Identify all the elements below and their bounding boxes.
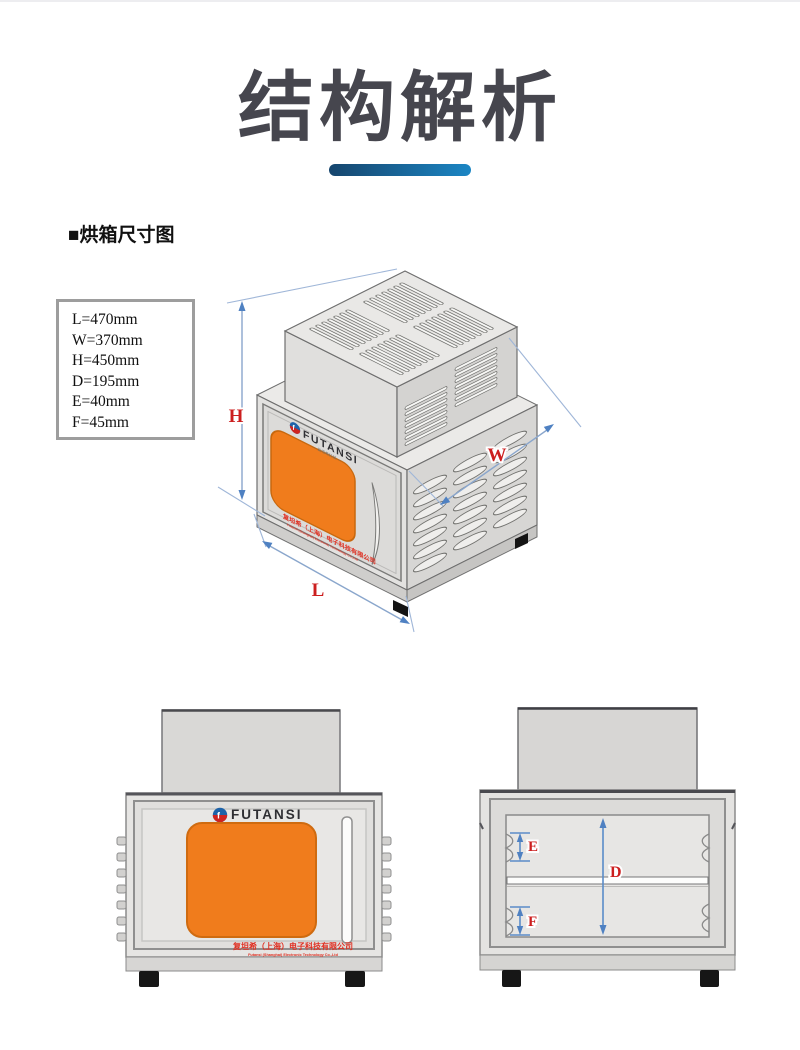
front-heater-box xyxy=(161,709,341,794)
dim-F: F=45mm xyxy=(72,413,129,431)
arrowhead xyxy=(516,833,524,842)
label-D: D xyxy=(610,864,622,881)
dimensions-table: L=470mm W=370mm H=450mm D=195mm E=40mm F… xyxy=(56,299,195,440)
arrowhead xyxy=(516,852,524,861)
arrowhead xyxy=(238,490,246,500)
door-handle xyxy=(371,482,380,565)
front-door-window xyxy=(186,822,317,938)
dimension-W xyxy=(408,337,582,507)
page-title: 结构解析 xyxy=(238,66,562,151)
rear-foot-left xyxy=(502,970,521,987)
front-foot-right xyxy=(345,971,365,987)
edge-mark xyxy=(479,822,484,830)
label-F: F xyxy=(528,914,537,930)
brand-name: FUTANSI xyxy=(231,807,303,822)
door-window xyxy=(270,430,356,542)
panel-break-marks xyxy=(504,833,711,937)
logo-letter: f xyxy=(292,423,295,433)
rear-base xyxy=(479,954,736,971)
oven-foot xyxy=(393,600,408,617)
arrowhead xyxy=(516,907,524,916)
arrowhead xyxy=(599,925,607,935)
door-frame-inner xyxy=(267,410,397,575)
arrowhead xyxy=(599,818,607,828)
dim-H: H=450mm xyxy=(72,352,140,369)
section-label: ■烘箱尺寸图 xyxy=(68,225,175,246)
brand-logo-icon: f xyxy=(212,807,228,823)
dim-W: W=370mm xyxy=(72,331,143,349)
rear-view: E D F xyxy=(479,707,736,987)
arrowhead xyxy=(543,424,554,433)
rear-inner-panel xyxy=(505,814,710,938)
edge-mark xyxy=(731,822,736,830)
front-door-handle xyxy=(341,816,353,944)
isometric-oven-view: f FUTANSI — 复坦希科技 — 复坦希（上海）电子科技有限公司 Futa… xyxy=(217,268,582,633)
label-E: E xyxy=(528,839,538,855)
title-accent-bar xyxy=(329,164,471,177)
arrowhead xyxy=(516,926,524,935)
heater-top-face xyxy=(283,270,519,388)
brand-logo-icon: f xyxy=(289,422,301,434)
oven-foot xyxy=(515,533,528,549)
logo-letter: f xyxy=(217,811,221,821)
dim-L: L=470mm xyxy=(72,311,138,328)
label-W: W xyxy=(488,445,507,466)
arrowhead xyxy=(440,496,451,505)
shelf-bar xyxy=(506,876,709,885)
rear-foot-right xyxy=(700,970,719,987)
dim-D: D=195mm xyxy=(72,372,140,390)
front-view: f FUTANSI — 复坦希科技 — 复坦希（上海）电子科技有限公司 Futa… xyxy=(116,709,392,987)
top-divider xyxy=(0,0,800,2)
arrowhead xyxy=(262,541,273,549)
front-foot-left xyxy=(139,971,159,987)
label-H: H xyxy=(229,406,244,427)
side-hinge-tabs xyxy=(116,836,392,942)
title-block: 结构解析 xyxy=(0,66,800,177)
dim-E: E=40mm xyxy=(72,393,130,410)
front-base xyxy=(125,956,383,972)
label-L: L xyxy=(312,580,325,601)
company-name-en: Futansi (Shanghai) Electronic Technology… xyxy=(248,953,338,957)
arrowhead xyxy=(238,301,246,311)
company-name-cn: 复坦希（上海）电子科技有限公司 xyxy=(232,941,353,951)
arrowhead xyxy=(399,616,410,624)
dimension-H xyxy=(217,268,398,517)
rear-heater-box xyxy=(517,707,698,791)
